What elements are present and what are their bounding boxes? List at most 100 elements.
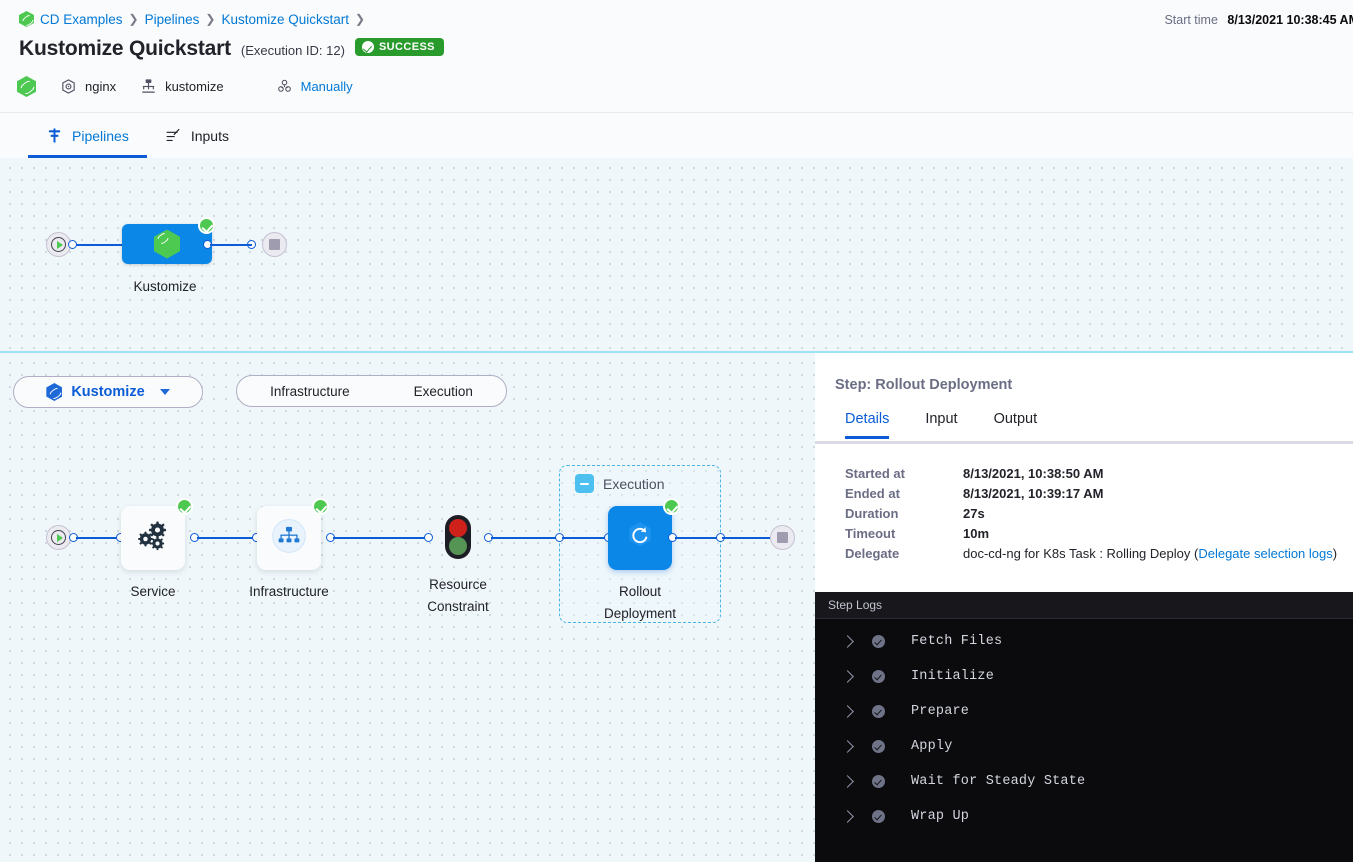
stop-icon: [269, 239, 280, 250]
meta-item-trigger[interactable]: Manually: [276, 78, 353, 95]
log-row[interactable]: Initialize: [815, 659, 1353, 694]
tab-details[interactable]: Details: [833, 411, 907, 439]
section-execution[interactable]: Execution: [413, 383, 473, 399]
edge-rollout-to-end: [675, 537, 721, 539]
meta-label-service: nginx: [85, 79, 117, 94]
stage-sections-pill[interactable]: Infrastructure Execution: [236, 375, 507, 407]
breadcrumb-item-cd-examples[interactable]: CD Examples: [40, 11, 123, 27]
paren-close: ): [1332, 546, 1338, 561]
execution-end-node[interactable]: [770, 525, 795, 550]
status-badge: SUCCESS: [354, 38, 444, 56]
harness-logo-icon: [19, 11, 34, 27]
execution-group-label: Execution: [603, 475, 665, 492]
field-value-timeout: 10m: [963, 526, 990, 541]
log-label: Wrap Up: [911, 809, 970, 824]
collapse-icon[interactable]: [575, 474, 594, 493]
field-value-ended-at: 8/13/2021, 10:39:17 AM: [963, 486, 1104, 501]
tab-output[interactable]: Output: [993, 411, 1038, 427]
step-logs-list: Fetch Files Initialize Prepare Apply Wai: [815, 624, 1353, 834]
log-row[interactable]: Fetch Files: [815, 624, 1353, 659]
step-logs-title: Step Logs: [828, 598, 883, 612]
chevron-right-icon[interactable]: [841, 635, 854, 648]
start-time: Start time 8/13/2021 10:38:45 AM: [1164, 13, 1353, 27]
status-success-icon: [872, 705, 885, 718]
chevron-right-icon[interactable]: [841, 740, 854, 753]
edge-start-to-service: [76, 537, 120, 539]
stop-icon: [777, 532, 788, 543]
step-details-tabs: Details Input Output: [833, 411, 1055, 439]
meta-label-trigger[interactable]: Manually: [300, 79, 353, 94]
execution-meta-row: nginx kustomize: [17, 76, 353, 97]
log-row[interactable]: Wait for Steady State: [815, 764, 1353, 799]
status-success-icon: [312, 498, 329, 515]
section-infrastructure[interactable]: Infrastructure: [270, 383, 350, 399]
breadcrumb-item-kustomize-quickstart[interactable]: Kustomize Quickstart: [221, 11, 349, 27]
canvas-divider: [0, 351, 1353, 353]
step-logs-console[interactable]: Step Logs Fetch Files Initialize Prepare: [815, 592, 1353, 862]
edge-stage-to-end: [210, 244, 252, 246]
execution-start-node[interactable]: [46, 525, 71, 550]
node-infrastructure[interactable]: [257, 498, 329, 570]
breadcrumb: CD Examples ❯ Pipelines ❯ Kustomize Quic…: [19, 11, 365, 27]
chevron-right-icon[interactable]: [841, 810, 854, 823]
chevron-down-icon[interactable]: [159, 389, 170, 395]
hexagon-target-icon: [60, 78, 77, 95]
status-success-icon: [872, 810, 885, 823]
pipeline-stage-kustomize[interactable]: [122, 217, 215, 264]
start-time-label: Start time: [1164, 13, 1218, 27]
log-label: Initialize: [911, 669, 995, 684]
stage-selector-label: Kustomize: [71, 384, 145, 400]
breadcrumb-item-pipelines[interactable]: Pipelines: [144, 11, 200, 27]
chevron-right-icon[interactable]: [841, 705, 854, 718]
log-row[interactable]: Wrap Up: [815, 799, 1353, 834]
port: [424, 533, 433, 542]
node-rollout-deployment[interactable]: [608, 498, 680, 570]
log-row[interactable]: Prepare: [815, 694, 1353, 729]
paren-open: (: [1190, 546, 1199, 561]
start-time-value: 8/13/2021 10:38:45 AM: [1227, 13, 1353, 27]
delegate-text: doc-cd-ng for K8s Task : Rolling Deploy: [963, 546, 1191, 561]
infrastructure-icon: [269, 516, 309, 561]
node-resource-constraint[interactable]: [445, 515, 471, 559]
meta-item-harness: [17, 76, 36, 97]
execution-id: (Execution ID: 12): [240, 43, 345, 58]
tab-label-pipelines: Pipelines: [72, 127, 129, 144]
node-service[interactable]: [121, 498, 193, 570]
log-label: Fetch Files: [911, 634, 1003, 649]
play-icon: [51, 237, 66, 252]
title-row: Kustomize Quickstart (Execution ID: 12) …: [19, 37, 444, 61]
kustomize-hex-icon: [46, 383, 63, 401]
status-badge-label: SUCCESS: [378, 41, 435, 53]
tab-input[interactable]: Input: [925, 411, 958, 427]
log-row[interactable]: Apply: [815, 729, 1353, 764]
edge-service-to-infrastructure: [197, 537, 256, 539]
field-key-duration: Duration: [845, 506, 899, 521]
inputs-icon: [165, 127, 182, 144]
node-label-infrastructure: Infrastructure: [249, 584, 329, 599]
edge-start-to-stage: [76, 244, 122, 246]
execution-canvas[interactable]: Kustomize Infrastructure Execution Execu…: [0, 353, 815, 862]
status-success-icon: [872, 670, 885, 683]
pipeline-end-node[interactable]: [262, 232, 287, 257]
pipeline-canvas[interactable]: Kustomize: [0, 158, 1353, 352]
delegate-selection-logs-link[interactable]: Delegate selection logs: [1198, 546, 1333, 561]
edge-into-rollout: [562, 537, 610, 539]
tab-pipelines[interactable]: Pipelines: [28, 113, 147, 159]
check-circle-icon: [361, 41, 374, 53]
field-value-duration: 27s: [963, 506, 985, 521]
log-label: Prepare: [911, 704, 970, 719]
field-key-ended-at: Ended at: [845, 486, 900, 501]
step-details-panel: Step: Rollout Deployment Details Input O…: [815, 353, 1353, 862]
tab-inputs[interactable]: Inputs: [147, 113, 247, 158]
edge-resource-to-execution: [491, 537, 560, 539]
step-logs-header: Step Logs: [815, 592, 1353, 619]
stage-selector-kustomize[interactable]: Kustomize: [13, 376, 203, 408]
status-success-icon: [872, 775, 885, 788]
field-value-started-at: 8/13/2021, 10:38:50 AM: [963, 466, 1104, 481]
page-header: CD Examples ❯ Pipelines ❯ Kustomize Quic…: [0, 0, 1353, 112]
field-key-started-at: Started at: [845, 466, 905, 481]
pipeline-icon: [46, 127, 63, 144]
chevron-right-icon[interactable]: [841, 670, 854, 683]
chevron-right-icon[interactable]: [841, 775, 854, 788]
field-key-timeout: Timeout: [845, 526, 896, 541]
